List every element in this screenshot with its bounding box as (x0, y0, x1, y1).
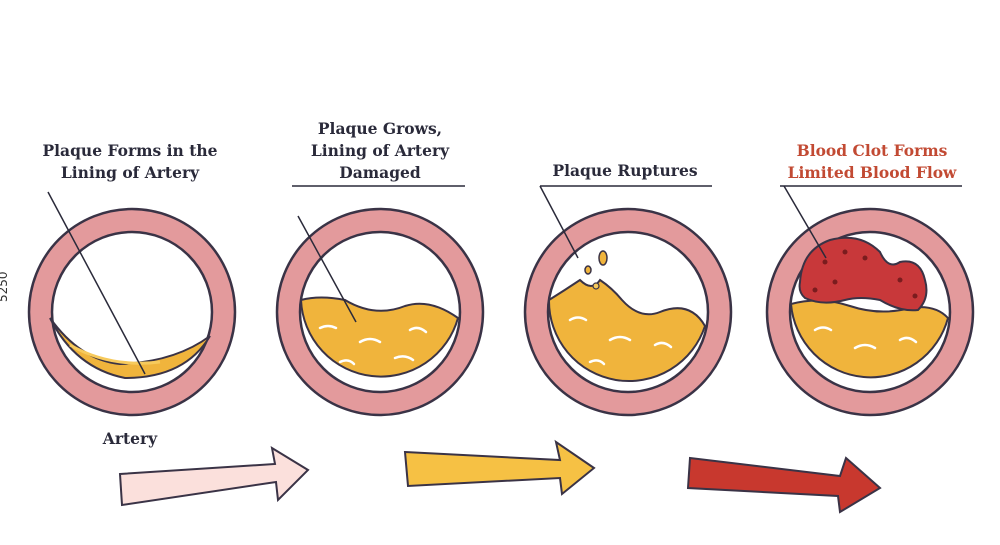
clot-dot-c (862, 255, 868, 261)
plaque-2-streak-b (358, 337, 382, 344)
stage-2-label: Plaque Grows, Lining of Artery Damaged (285, 118, 475, 184)
clot-dot-e (897, 277, 903, 283)
plaque-2-streak-e (393, 355, 415, 362)
plaque-2-streak-d (338, 359, 356, 366)
plaque-3-streak-c (653, 341, 673, 349)
stage-2-label-line-1: Plaque Grows, (317, 119, 443, 138)
stage-1-label-line-2: Lining of Artery (60, 163, 200, 182)
plaque-3-streak-d (588, 359, 606, 366)
stage-4-label: Blood Clot Forms Limited Blood Flow (772, 140, 972, 184)
plaque-4-streak-b (853, 343, 877, 350)
pointer-line-1 (47, 191, 146, 375)
clot-dot-b (842, 249, 848, 255)
stage-4-label-line-1: Blood Clot Forms (796, 141, 948, 160)
pointer-line-2 (297, 215, 357, 323)
artery-stage-2 (275, 207, 485, 417)
plaque-3-streak-a (568, 316, 588, 322)
plaque-1-highlight (69, 343, 161, 365)
stage-3-label-line-1: Plaque Ruptures (552, 161, 698, 180)
stage-1-label: Plaque Forms in the Lining of Artery (30, 140, 230, 184)
plaque-fragment-b (584, 265, 592, 275)
artery-label: Artery (102, 429, 158, 448)
progress-arrow-2 (403, 439, 596, 496)
progress-arrow-1 (118, 445, 310, 507)
artery-stage-1 (27, 191, 237, 417)
blood-clot (798, 236, 928, 312)
artery-stage-4 (765, 185, 975, 417)
stage-2-label-line-2: Lining of Artery (310, 141, 450, 160)
plaque-fragment-c (592, 282, 600, 290)
plaque-4 (789, 299, 950, 379)
clot-dot-g (812, 287, 818, 293)
plaque-4-streak-a (813, 326, 833, 332)
stage-4-label-line-2: Limited Blood Flow (787, 163, 957, 182)
artery-lumen-1 (50, 230, 214, 394)
plaque-2-streak-a (318, 324, 338, 330)
plaque-2 (299, 296, 460, 378)
stage-3-label: Plaque Ruptures (530, 160, 720, 182)
plaque-fragment-a (598, 250, 608, 266)
clot-dot-d (832, 279, 838, 285)
progress-arrow-3 (686, 456, 882, 514)
plaque-2-streak-c (408, 326, 428, 334)
artery-stage-3 (523, 185, 733, 417)
plaque-3 (547, 278, 707, 383)
pointer-line-3 (539, 185, 579, 259)
stage-1-label-line-1: Plaque Forms in the (42, 141, 218, 160)
clot-dot-a (822, 259, 828, 265)
stage-2-label-line-3: Damaged (339, 163, 421, 182)
side-code: 5250 (0, 271, 10, 302)
plaque-4-streak-c (898, 336, 918, 344)
clot-dot-f (912, 293, 918, 299)
plaque-3-streak-b (608, 335, 632, 342)
pointer-line-4 (783, 185, 827, 259)
